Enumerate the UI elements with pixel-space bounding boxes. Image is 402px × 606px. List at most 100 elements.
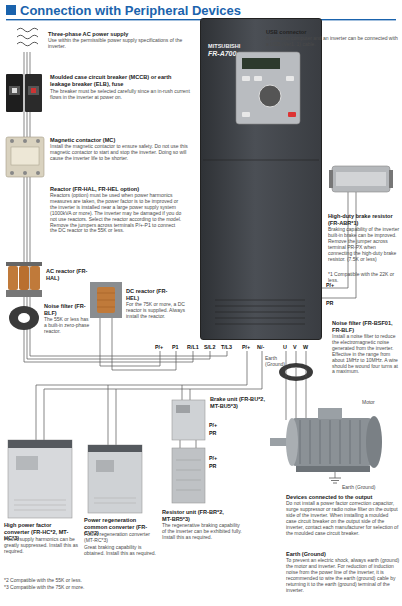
regeneration-converter: [88, 445, 142, 513]
brake-unit: [176, 405, 190, 413]
circuit-breaker: [6, 74, 42, 112]
magnetic-contactor: [10, 171, 14, 175]
description-text: *3 Compatible with the 75K or more.: [4, 585, 154, 591]
model-label: FR-A700: [208, 50, 236, 58]
terminal-label: PR: [326, 300, 334, 306]
earth-symbol: [333, 483, 337, 484]
dc-reactor: [97, 307, 115, 308]
wire: [30, 52, 227, 356]
wire: [108, 385, 109, 445]
circuit-breaker: [12, 88, 17, 93]
device-heading: Reactor (FR-HAL, FR-HEL option): [50, 186, 190, 193]
description-text: *1 Compatible with the 22K or less.: [328, 272, 400, 284]
ac-reactor: [30, 266, 40, 290]
noise-filter-ring: [9, 306, 39, 330]
device-heading: Magnetic contactor (MC): [50, 137, 190, 144]
terminal-label: P/+: [326, 282, 334, 288]
resistor-unit: [176, 460, 201, 461]
ac-reactor: [19, 266, 29, 290]
wire: [306, 368, 307, 377]
regeneration-converter: [88, 445, 142, 513]
wire: [180, 440, 181, 448]
device-heading: Noise filter (FR-BLF): [44, 303, 88, 316]
inverter-body: MITSUBISHIFR-A700: [200, 18, 322, 340]
wire: [100, 318, 160, 366]
description-text: Motor: [362, 400, 375, 406]
motor: [300, 420, 301, 464]
high-power-factor-converter: [8, 440, 72, 518]
brake-resistor: [389, 170, 393, 188]
description-text: A personal computer and an inverter can …: [266, 36, 398, 48]
terminal-label: P/+: [242, 344, 250, 350]
ac-supply-symbol: [17, 42, 38, 46]
description-text: Great braking capability is obtained. In…: [84, 545, 158, 557]
terminal-label: P/+: [209, 422, 217, 428]
motor: [340, 420, 341, 464]
wire: [112, 318, 176, 370]
circuit-breaker: [9, 86, 20, 95]
description-text: Earth (Ground): [265, 356, 285, 368]
description-text: The regenerative braking capability of t…: [162, 523, 242, 541]
wire: [27, 52, 210, 359]
motor: [296, 466, 370, 472]
motor: [310, 420, 311, 464]
high-power-factor-converter: [16, 456, 38, 470]
motor: [330, 420, 331, 464]
terminal-label: PR: [209, 463, 217, 469]
high-power-factor-converter: [8, 440, 72, 518]
motor: [270, 408, 382, 472]
earth-symbol: [331, 480, 339, 481]
resistor-unit: [172, 448, 205, 503]
device-heading: Brake unit (FR-BU*2, MT-BU5*3): [210, 396, 274, 409]
description-text: Install a noise filter to reduce the ele…: [332, 334, 400, 375]
wire: [296, 351, 297, 420]
description-text: Earth (Ground): [342, 485, 375, 491]
ac-supply-symbol: [17, 35, 38, 39]
brand-label: MITSUBISHI: [208, 43, 240, 49]
terminal-label: U: [283, 344, 287, 350]
description-text: Do not install a power factor correction…: [286, 501, 400, 536]
ac-reactor: [8, 266, 18, 290]
dc-reactor: [90, 282, 122, 318]
regeneration-converter: [88, 445, 142, 452]
terminal-label: W: [303, 344, 308, 350]
regeneration-converter: [96, 460, 114, 472]
brake-unit: [172, 400, 205, 440]
brake-unit: [172, 400, 205, 440]
brake-resistor: [332, 166, 390, 192]
terminal-label: N/-: [257, 344, 264, 350]
motor: [320, 420, 321, 464]
device-heading: Three-phase AC power supply: [48, 31, 198, 38]
wire: [286, 351, 287, 420]
description-text: To prevent an electric shock, always ear…: [286, 558, 400, 593]
wire: [196, 440, 197, 448]
description-text: Power regeneration converter (MT-RC*3): [84, 532, 158, 544]
magnetic-contactor: [11, 147, 39, 165]
brake-resistor: [329, 166, 393, 192]
wire: [44, 351, 262, 440]
noise-filter-ring: [285, 368, 307, 377]
terminal-label: P/+: [155, 344, 163, 350]
brake-resistor: [329, 170, 333, 188]
wire: [286, 368, 287, 377]
magnetic-contactor: [36, 139, 40, 143]
high-power-factor-converter: [14, 505, 66, 506]
circuit-breaker: [25, 74, 42, 112]
motor: [318, 408, 342, 419]
earth-symbol: [329, 478, 341, 479]
terminal-label: V: [293, 344, 297, 350]
description-text: *2 Compatible with the 55K or less.: [4, 578, 154, 584]
diagram-title: Connection with Peripheral Devices: [20, 3, 241, 18]
description-text: The 55K or less has a built-in zero-phas…: [44, 317, 90, 335]
description-text: Install the magnetic contactor to ensure…: [50, 144, 190, 162]
motor: [292, 418, 372, 466]
high-power-factor-converter: [14, 500, 66, 501]
regeneration-converter: [94, 498, 136, 499]
device-heading: DC reactor (FR-HEL): [126, 288, 170, 301]
description-text: For the 75K or more, a DC reactor is sup…: [126, 302, 188, 320]
high-power-factor-converter: [14, 510, 66, 511]
terminal-label: T/L3: [221, 344, 232, 350]
noise-filter-ring: [9, 306, 39, 330]
description-text: Braking capability of the inverter built…: [328, 227, 400, 262]
device-heading: Earth (Ground): [286, 551, 400, 558]
